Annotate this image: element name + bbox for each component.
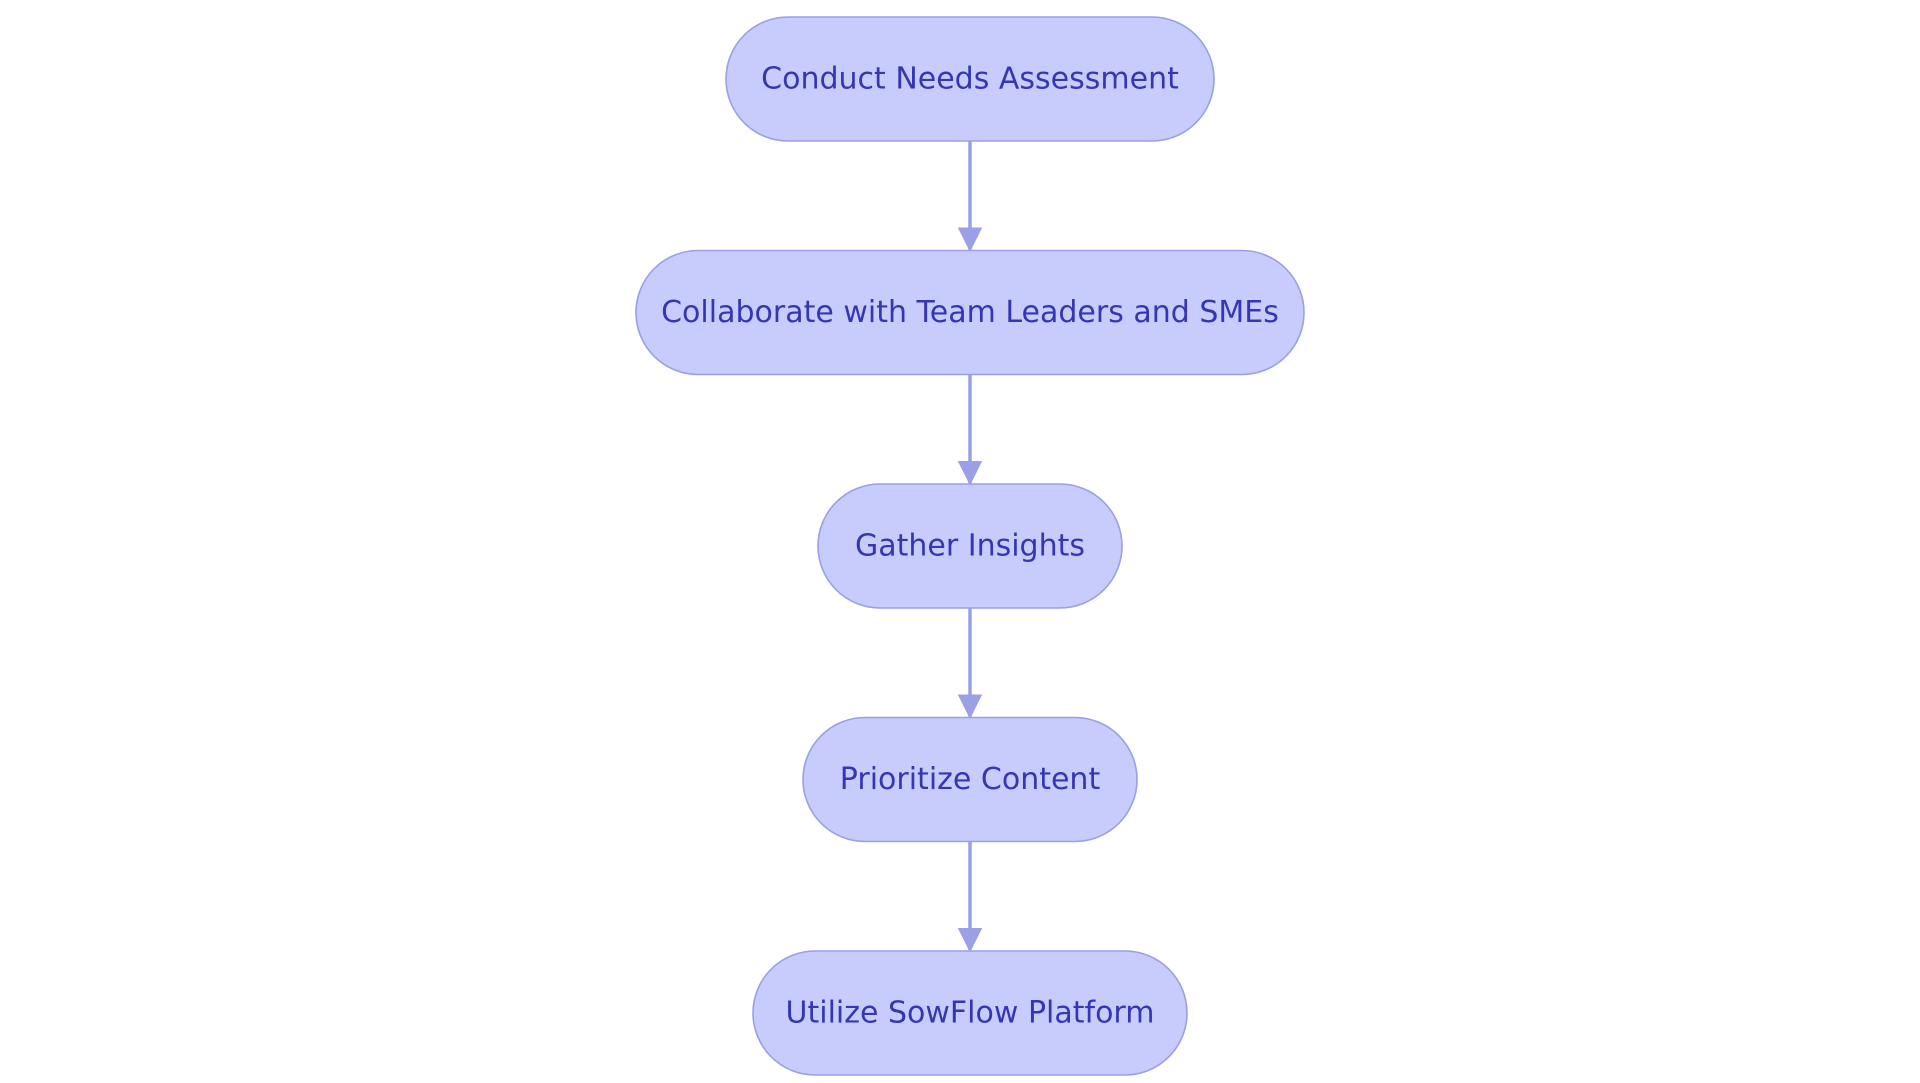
- node-pill-shape: [802, 716, 1138, 843]
- node-label: Conduct Needs Assessment: [761, 62, 1179, 97]
- node-label: Gather Insights: [855, 529, 1085, 564]
- node-label: Utilize SowFlow Platform: [786, 996, 1155, 1031]
- flow-node-2: Collaborate with Team Leaders and SMEs: [635, 249, 1305, 376]
- flow-node-3: Gather Insights: [817, 483, 1123, 609]
- node-label: Collaborate with Team Leaders and SMEs: [661, 295, 1279, 330]
- node-pill-shape: [635, 249, 1305, 376]
- node-pill-shape: [752, 950, 1188, 1076]
- flow-node-1: Conduct Needs Assessment: [725, 16, 1215, 142]
- flow-node-4: Prioritize Content: [802, 716, 1138, 843]
- flow-node-5: Utilize SowFlow Platform: [752, 950, 1188, 1076]
- node-pill-shape: [725, 16, 1215, 142]
- node-label: Prioritize Content: [840, 762, 1101, 797]
- node-pill-shape: [817, 483, 1123, 609]
